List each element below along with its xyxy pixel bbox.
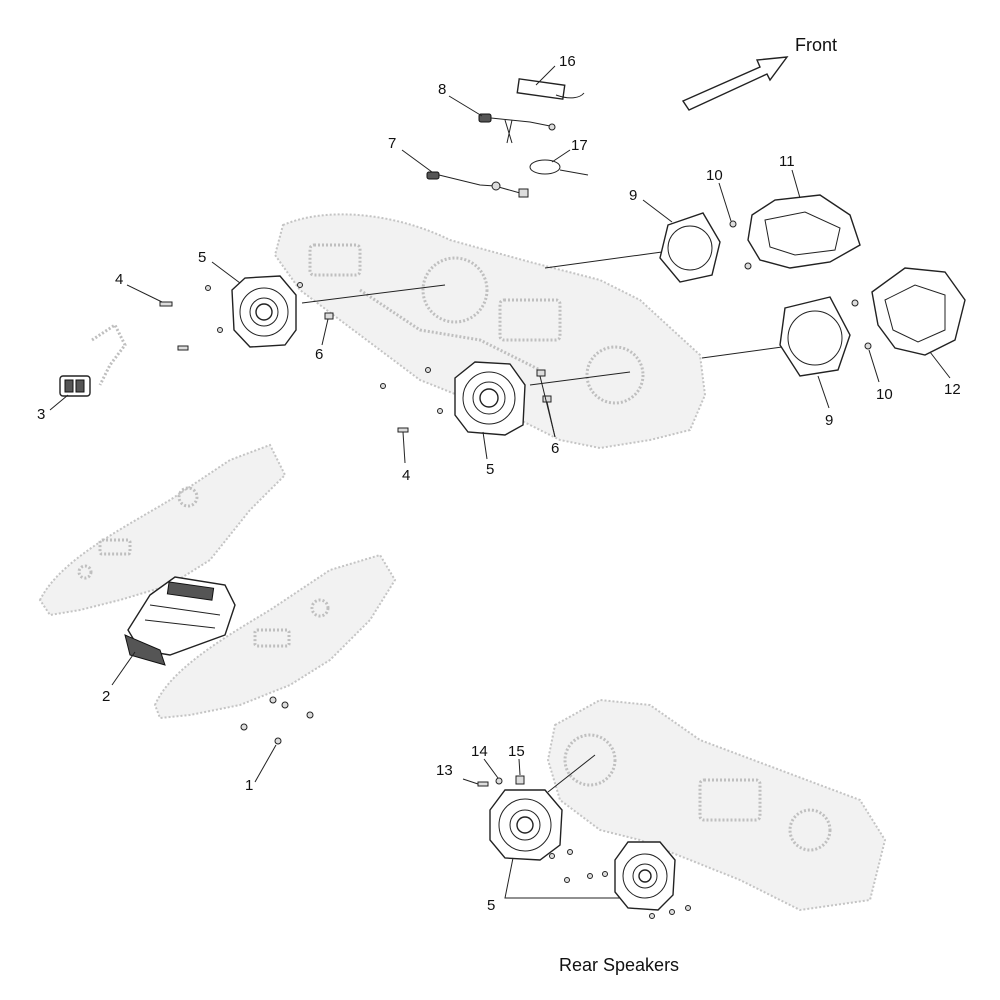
callout-numbers: 16 8 17 7 11 10 9 5 4 6 3 10 12 9 6 5 4 … xyxy=(37,53,961,914)
rear-body-ghost xyxy=(546,698,887,912)
callout-16: 16 xyxy=(559,53,576,70)
callout-6-upper: 6 xyxy=(315,346,323,363)
floor-panel-right-ghost xyxy=(153,553,397,720)
callout-12: 12 xyxy=(944,381,961,398)
part-5-speaker-upper xyxy=(177,275,446,351)
callout-9-lower: 9 xyxy=(825,412,833,429)
part-5-speaker-middle xyxy=(380,361,631,436)
part-12-speaker-housing xyxy=(851,267,966,356)
callout-8: 8 xyxy=(438,81,446,98)
callout-5-middle: 5 xyxy=(486,461,494,478)
callout-10-lower: 10 xyxy=(876,386,893,403)
callout-9-upper: 9 xyxy=(629,187,637,204)
callout-2: 2 xyxy=(102,688,110,705)
rear-speakers-label: Rear Speakers xyxy=(559,955,679,975)
leader-lines xyxy=(49,65,951,899)
part-9-gasket-upper xyxy=(544,212,721,283)
callout-4-upper: 4 xyxy=(115,271,123,288)
callout-5-upper: 5 xyxy=(198,249,206,266)
part-11-speaker-housing xyxy=(729,194,861,270)
part-9-gasket-lower xyxy=(701,296,851,377)
callout-4-middle: 4 xyxy=(402,467,410,484)
callout-1: 1 xyxy=(245,777,253,794)
parts-13-14-15-hardware xyxy=(477,775,525,787)
part-5-rear-speaker-right xyxy=(564,841,691,919)
callout-13: 13 xyxy=(436,762,453,779)
part-2-radio-unit xyxy=(124,576,236,666)
floor-panel-left-ghost xyxy=(38,443,287,617)
callout-17: 17 xyxy=(571,137,588,154)
callout-5-rear: 5 xyxy=(487,897,495,914)
part-8-cable xyxy=(478,113,556,144)
callout-10-upper: 10 xyxy=(706,167,723,184)
callout-14: 14 xyxy=(471,743,488,760)
callout-7: 7 xyxy=(388,135,396,152)
front-arrow xyxy=(681,56,789,111)
callout-6-middle: 6 xyxy=(551,440,559,457)
dash-panel-ghost xyxy=(273,213,707,450)
callout-15: 15 xyxy=(508,743,525,760)
part-5-rear-speaker-left xyxy=(489,754,596,861)
callout-3: 3 xyxy=(37,406,45,423)
part-3-switch xyxy=(59,322,127,397)
part-6-clip-upper xyxy=(324,312,334,320)
part-16-label xyxy=(516,78,585,100)
part-7-harness xyxy=(426,171,529,198)
part-1-screws xyxy=(240,696,314,745)
callout-11: 11 xyxy=(779,153,795,170)
front-label: Front xyxy=(795,35,837,55)
part-4-screw-upper xyxy=(159,301,173,307)
part-17-wire xyxy=(529,159,589,176)
